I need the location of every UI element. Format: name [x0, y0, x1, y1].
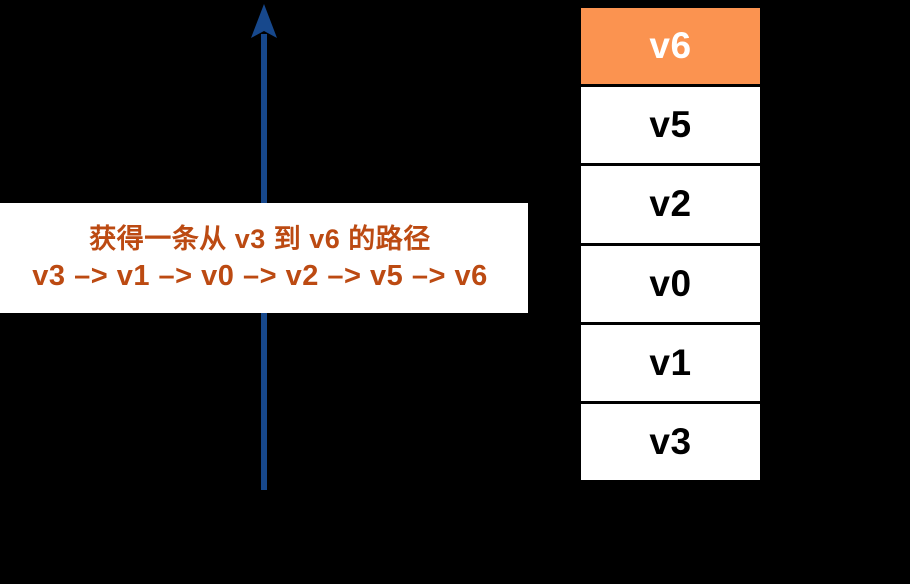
stack-cell[interactable]: v5	[578, 84, 763, 164]
caption-line-path: v3 –> v1 –> v0 –> v2 –> v5 –> v6	[32, 260, 488, 292]
path-stack: v6 v5 v2 v0 v1 v3	[578, 5, 763, 484]
stack-cell[interactable]: v1	[578, 321, 763, 401]
caption-line-primary: 获得一条从 v3 到 v6 的路径	[89, 224, 431, 254]
path-caption-box: 获得一条从 v3 到 v6 的路径 v3 –> v1 –> v0 –> v2 –…	[0, 203, 528, 313]
stack-cell[interactable]: v2	[578, 163, 763, 243]
stack-cell-top[interactable]: v6	[578, 5, 763, 85]
stack-cell-bottom[interactable]: v3	[578, 400, 763, 484]
stack-cell[interactable]: v0	[578, 242, 763, 322]
